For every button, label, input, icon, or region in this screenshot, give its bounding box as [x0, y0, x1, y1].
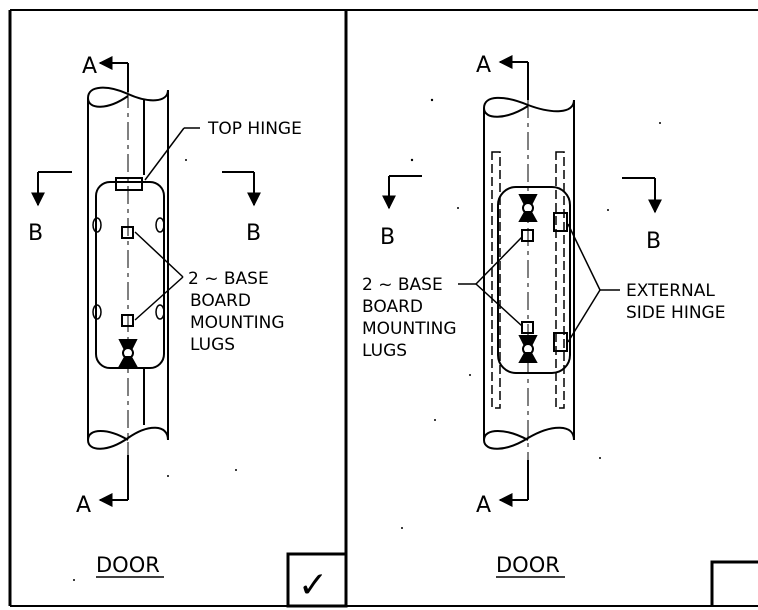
- left-section-a-top: A: [82, 54, 97, 79]
- right-lug-upper: [521, 229, 534, 242]
- left-latch-icon: [118, 339, 138, 367]
- left-leaders: [134, 127, 200, 321]
- right-section-b-left: B: [380, 225, 395, 250]
- left-section-b-right: B: [246, 221, 261, 246]
- svg-text:EXTERNAL: EXTERNAL: [626, 281, 715, 301]
- left-section-a-bottom: A: [76, 493, 91, 518]
- right-leaders: [458, 223, 620, 343]
- svg-text:BOARD: BOARD: [190, 291, 251, 311]
- right-lug-lower: [521, 321, 534, 334]
- svg-text:2 ~ BASE: 2 ~ BASE: [362, 275, 443, 295]
- right-lugs-label: 2 ~ BASE BOARD MOUNTING LUGS: [362, 275, 457, 361]
- left-section-arrows: [31, 56, 261, 507]
- drawing-frame: [8, 9, 758, 607]
- right-latch-upper-icon: [518, 194, 538, 222]
- svg-text:MOUNTING: MOUNTING: [190, 313, 285, 333]
- left-section-b-left: B: [28, 221, 43, 246]
- right-panel: A A B B 2 ~ BASE BOARD MOUNTING LUGS EXT…: [362, 53, 758, 606]
- right-base-plate: [497, 186, 571, 374]
- external-hinge-lower: [553, 332, 568, 352]
- left-base-plate: [95, 181, 165, 369]
- right-section-arrows: [382, 55, 662, 507]
- left-lug-upper: [121, 226, 134, 239]
- left-panel: A A B B TOP HINGE 2 ~ BASE BOARD MOUNTIN…: [28, 54, 348, 608]
- right-hinge-rails: [491, 151, 565, 409]
- left-door-caption: DOOR: [96, 553, 160, 577]
- svg-text:LUGS: LUGS: [190, 335, 235, 355]
- partial-checkbox: [710, 560, 758, 606]
- svg-text:BOARD: BOARD: [362, 297, 423, 317]
- right-door-caption: DOOR: [496, 553, 560, 577]
- right-section-b-right: B: [646, 229, 661, 254]
- right-latch-lower-icon: [518, 335, 538, 363]
- external-hinge-upper: [553, 212, 568, 232]
- svg-text:MOUNTING: MOUNTING: [362, 319, 457, 339]
- approval-checkbox: [286, 552, 348, 608]
- top-hinge-block: [115, 177, 143, 191]
- scan-speckles: [73, 98, 661, 581]
- left-mounting-slots: [92, 217, 165, 320]
- check-icon: ✓: [298, 565, 328, 606]
- svg-text:2 ~ BASE: 2 ~ BASE: [188, 269, 269, 289]
- svg-text:SIDE HINGE: SIDE HINGE: [626, 303, 725, 323]
- right-section-a-top: A: [476, 53, 491, 78]
- left-lug-lower: [121, 314, 134, 327]
- svg-text:LUGS: LUGS: [362, 341, 407, 361]
- right-section-a-bottom: A: [476, 493, 491, 518]
- top-hinge-label: TOP HINGE: [207, 119, 302, 139]
- external-side-hinge-label: EXTERNAL SIDE HINGE: [626, 281, 725, 323]
- left-lugs-label: 2 ~ BASE BOARD MOUNTING LUGS: [188, 269, 285, 355]
